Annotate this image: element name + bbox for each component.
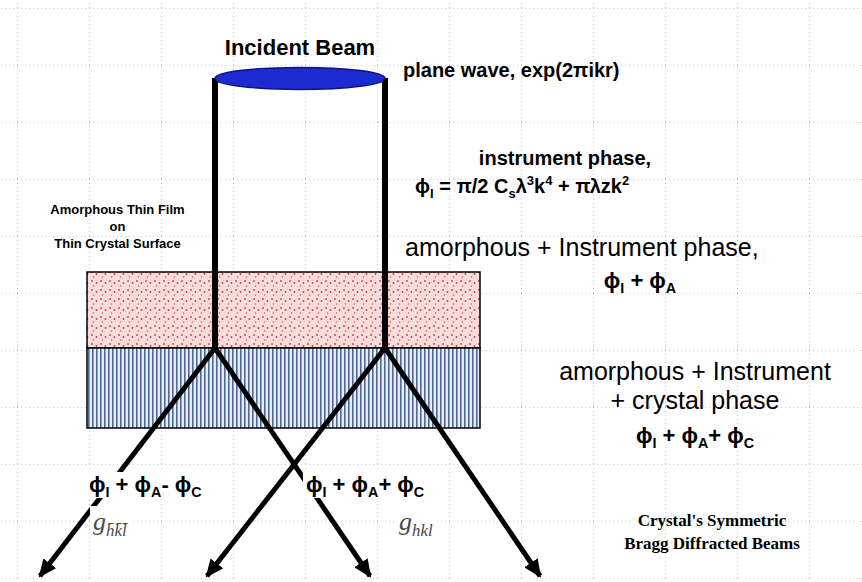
phase-heading: instrument phase, [470,146,660,170]
diffracted-beam [215,348,370,576]
film-label: Amorphous Thin Film on Thin Crystal Surf… [25,202,210,253]
beam-source: Incident Beam [200,35,400,91]
crystal-layer [87,348,480,428]
beam-heading: Incident Beam [200,35,400,61]
beam-phase: ϕI + ϕA- ϕC [86,472,205,498]
phase-formula: ϕI + ϕA+ ϕC [615,423,775,449]
diffracted-beam [207,348,385,576]
beam-source-ellipse [215,67,385,89]
diffracted-beam [40,348,215,576]
wave-label: plane wave, exp(2πikr) [403,58,620,82]
phase-formula: ϕI + ϕA [570,268,710,294]
beam-phase: ϕI + ϕA+ ϕC [303,472,427,498]
incident-beam-line [382,78,388,350]
reflection-index: gh̄k̄l̄ [90,506,130,537]
amorphous-film [87,272,480,348]
reflection-index: ghkl [396,506,436,537]
phase-heading: amorphous + Instrument + crystal phase [535,357,855,415]
diffracted-beam [385,348,540,576]
incident-beam-line [212,78,218,350]
beams-caption: Crystal's Symmetric Bragg Diffracted Bea… [592,510,832,556]
phase-formula: ϕI = π/2 Csλ3k4 + πλzk2 [415,174,629,198]
phase-heading: amorphous + Instrument phase, [405,232,759,262]
